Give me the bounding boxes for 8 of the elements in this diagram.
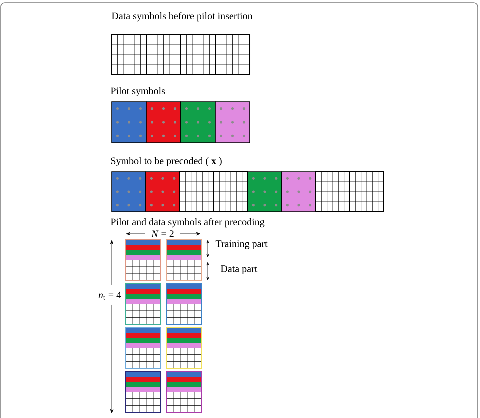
caption: Pilot symbols (111, 87, 166, 97)
caption: Training part (216, 240, 268, 250)
caption: Pilot and data symbols after precoding (111, 218, 265, 228)
dimension-label: n$_{t}$ = 4 (98, 291, 122, 301)
dimension-label: N = 2 (152, 230, 174, 238)
caption: Data symbols before pilot insertion (112, 12, 253, 22)
caption: Data part (220, 266, 258, 274)
caption: Symbol to be precoded ( x ) (111, 157, 222, 167)
